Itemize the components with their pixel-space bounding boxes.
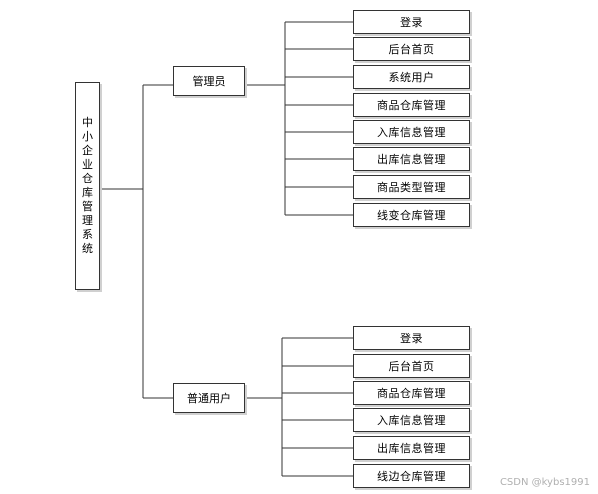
admin-leaf-dashboard: 后台首页 [353,37,470,61]
root-node: 中小企业仓库管理系统 [75,82,100,290]
user-leaf-product-warehouse: 商品仓库管理 [353,381,470,405]
root-node-char: 小 [82,130,93,143]
admin-leaf-inbound: 入库信息管理 [353,120,470,144]
user-leaf-dashboard: 后台首页 [353,354,470,378]
user-leaf-lineside-warehouse: 线边仓库管理 [353,464,470,488]
root-node-char: 统 [82,242,93,255]
root-node-char: 库 [82,186,93,199]
user-leaf-login: 登录 [353,326,470,350]
branch-node-user: 普通用户 [173,383,245,413]
watermark: CSDN @kybs1991 [499,477,590,488]
root-node-char: 理 [82,214,93,227]
root-node-char: 中 [82,116,93,129]
branch-node-admin: 管理员 [173,66,245,96]
admin-leaf-product-warehouse: 商品仓库管理 [353,93,470,117]
user-leaf-inbound: 入库信息管理 [353,408,470,432]
admin-leaf-lineside-warehouse: 线变仓库管理 [353,203,470,227]
root-node-char: 管 [82,200,93,213]
admin-leaf-login: 登录 [353,10,470,34]
root-node-char: 系 [82,228,93,241]
root-node-char: 仓 [82,172,93,185]
admin-leaf-system-users: 系统用户 [353,65,470,89]
root-node-char: 业 [82,158,93,171]
admin-leaf-product-type: 商品类型管理 [353,175,470,199]
admin-leaf-outbound: 出库信息管理 [353,147,470,171]
root-node-char: 企 [82,144,93,157]
user-leaf-outbound: 出库信息管理 [353,436,470,460]
